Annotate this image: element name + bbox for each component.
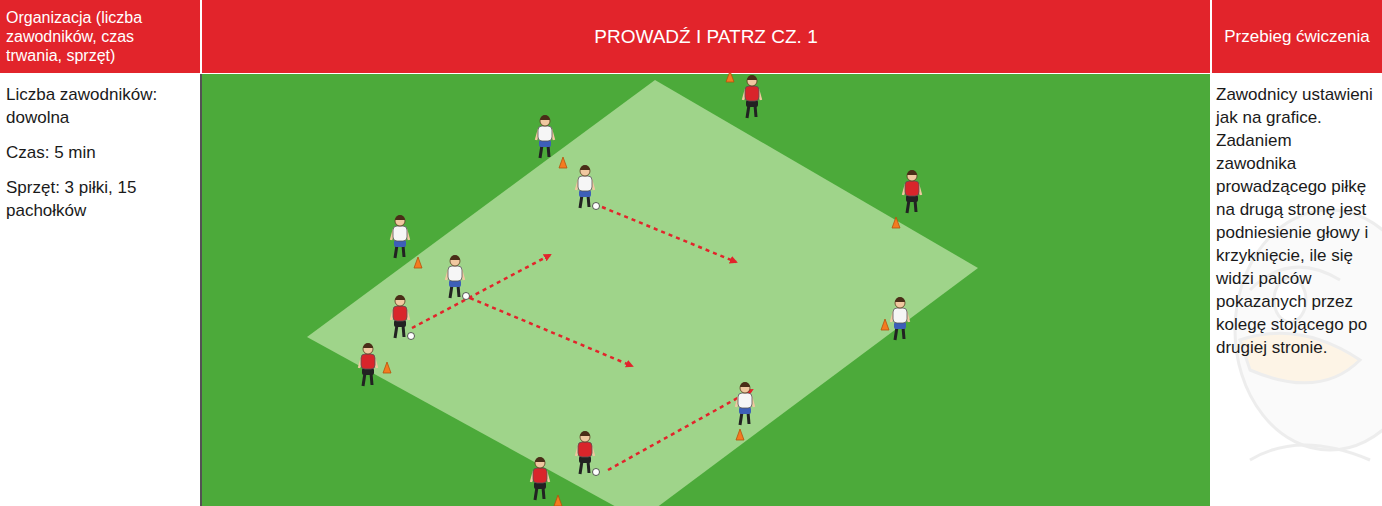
red-player bbox=[743, 75, 761, 118]
red-player bbox=[391, 295, 415, 340]
players-and-cones bbox=[359, 71, 921, 506]
organization-note: Liczba zawodników: dowolna bbox=[6, 83, 196, 129]
white-player bbox=[891, 297, 909, 340]
training-square bbox=[307, 80, 978, 506]
ball bbox=[408, 333, 415, 340]
red-player bbox=[903, 170, 921, 213]
header-cell: PROWADŹ I PATRZ CZ. 1 bbox=[202, 0, 1210, 73]
cone bbox=[892, 217, 900, 228]
header-cell: Organizacja (liczba zawodników, czas trw… bbox=[0, 0, 200, 73]
ball bbox=[593, 203, 600, 210]
cone bbox=[554, 495, 562, 506]
cone bbox=[559, 157, 567, 168]
white-player bbox=[736, 382, 754, 425]
cone bbox=[383, 362, 391, 373]
header-text: PROWADŹ I PATRZ CZ. 1 bbox=[594, 25, 817, 49]
header-cell: Przebieg ćwiczenia bbox=[1212, 0, 1382, 73]
red-player bbox=[576, 431, 600, 476]
ball bbox=[593, 469, 600, 476]
header-text: Przebieg ćwiczenia bbox=[1224, 26, 1370, 47]
organization-note: Czas: 5 min bbox=[6, 141, 196, 164]
header-text: Organizacja (liczba zawodników, czas trw… bbox=[6, 8, 194, 65]
exercise-description: Zawodnicy ustawieni jak na grafice. Zada… bbox=[1216, 83, 1376, 359]
dribble-arrows bbox=[412, 207, 752, 470]
red-player bbox=[531, 457, 549, 500]
ball bbox=[463, 293, 470, 300]
organization-note: Sprzęt: 3 piłki, 15 pachołków bbox=[6, 176, 196, 222]
cone bbox=[736, 429, 744, 440]
white-player bbox=[536, 115, 554, 158]
cone bbox=[414, 257, 422, 268]
white-player bbox=[391, 215, 409, 258]
red-player bbox=[359, 343, 377, 386]
white-player bbox=[446, 255, 470, 300]
cone bbox=[881, 319, 889, 330]
column-divider bbox=[200, 74, 202, 506]
white-player bbox=[576, 165, 600, 210]
